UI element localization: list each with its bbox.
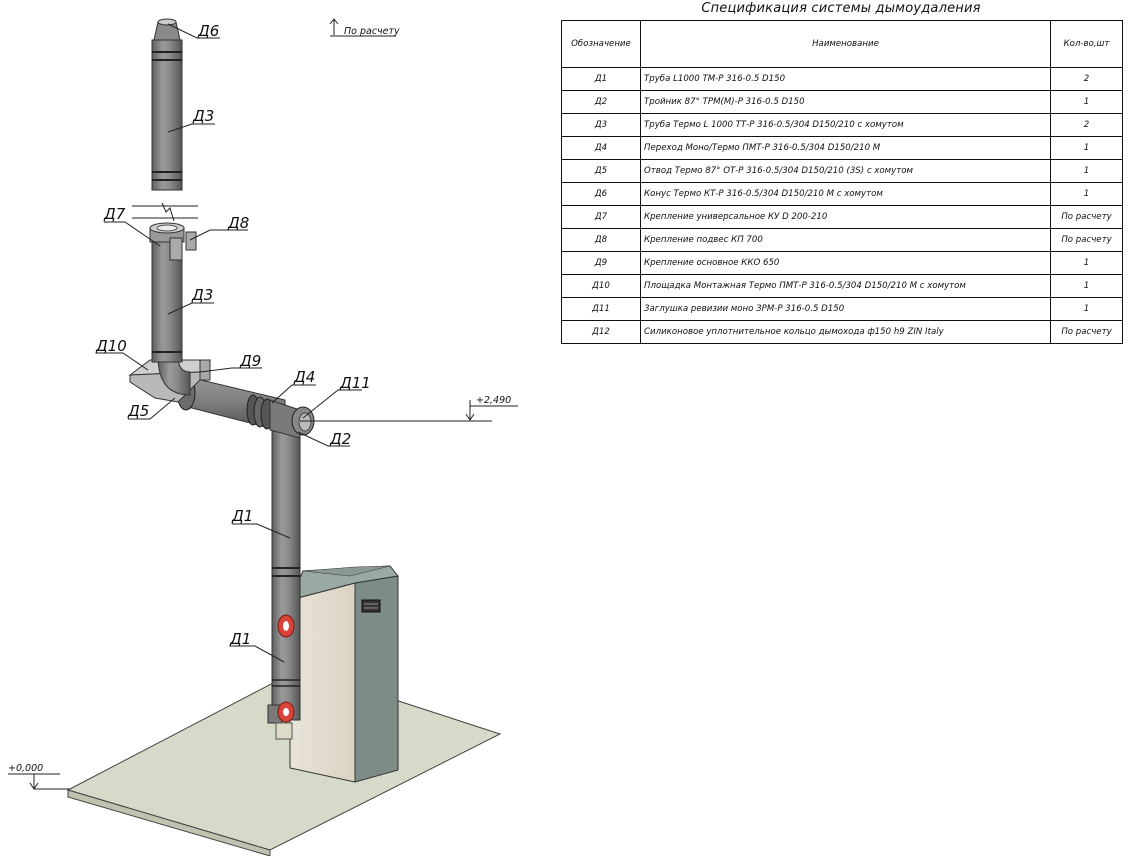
row-quantity: 1: [1050, 182, 1123, 206]
row-name: Крепление основное ККО 650: [640, 251, 1051, 275]
hanger-d8: [185, 231, 197, 251]
row-quantity: 1: [1050, 159, 1123, 183]
row-name: Отвод Термо 87° ОТ-Р 316-0.5/304 D150/21…: [640, 159, 1051, 183]
callout-d7: Д7: [103, 205, 126, 223]
row-name: Заглушка ревизии моно ЗРМ-Р 316-0.5 D150: [640, 297, 1051, 321]
callout-d11: Д11: [339, 374, 371, 392]
callout-d1-upper: Д1: [231, 507, 253, 525]
bracket-d7: [169, 237, 183, 261]
callout-d6: Д6: [197, 22, 219, 40]
row-name: Труба L1000 ТМ-Р 316-0.5 D150: [640, 67, 1051, 91]
row-name: Крепление подвес КП 700: [640, 228, 1051, 252]
row-designation: Д10: [561, 274, 641, 298]
row-designation: Д7: [561, 205, 641, 229]
row-quantity: 2: [1050, 67, 1123, 91]
row-quantity: 1: [1050, 297, 1123, 321]
boiler: [289, 565, 399, 783]
callout-d8: Д8: [227, 214, 249, 232]
elbow-and-platform: [128, 355, 212, 403]
row-name: Переход Моно/Термо ПМТ-Р 316-0.5/304 D15…: [640, 136, 1051, 160]
row-name: Площадка Монтажная Термо ПМТ-Р 316-0.5/3…: [640, 274, 1051, 298]
vertical-pipe-d3-top: [151, 18, 183, 191]
callout-d3-mid: Д3: [191, 286, 213, 304]
row-quantity: 2: [1050, 113, 1123, 137]
level-upper: +2,490: [476, 395, 511, 406]
leader-lines: [96, 23, 362, 663]
callout-d5: Д5: [127, 402, 149, 420]
row-designation: Д2: [561, 90, 641, 114]
row-name: Труба Термо L 1000 ТТ-Р 316-0.5/304 D150…: [640, 113, 1051, 137]
row-designation: Д1: [561, 67, 641, 91]
row-quantity: 1: [1050, 90, 1123, 114]
row-name: Конус Термо КТ-Р 316-0.5/304 D150/210 М …: [640, 182, 1051, 206]
row-quantity: По расчету: [1050, 228, 1123, 252]
row-designation: Д11: [561, 297, 641, 321]
vertical-pipe-d1: [267, 429, 301, 740]
row-name: Крепление универсальное КУ D 200-210: [640, 205, 1051, 229]
row-name: Силиконовое уплотнительное кольцо дымохо…: [640, 320, 1051, 344]
break-symbol: [132, 202, 198, 222]
callout-d4: Д4: [293, 368, 315, 386]
header-designation: Обозначение: [561, 20, 641, 68]
row-quantity: По расчету: [1050, 320, 1123, 344]
row-designation: Д8: [561, 228, 641, 252]
spec-title: Спецификация системы дымоудаления: [701, 1, 981, 16]
header-quantity: Кол-во,шт: [1050, 20, 1123, 68]
level-zero: +0,000: [8, 763, 43, 774]
chimney-system-drawing: Д6 Д3 Д7 Д8 Д3 Д10 Д9 Д5 Д4 Д11 Д2 Д1 Д1…: [8, 18, 518, 856]
callout-d1-lower: Д1: [229, 630, 251, 648]
row-designation: Д3: [561, 113, 641, 137]
row-designation: Д5: [561, 159, 641, 183]
row-quantity: 1: [1050, 274, 1123, 298]
row-designation: Д9: [561, 251, 641, 275]
callout-d2: Д2: [329, 430, 351, 448]
row-quantity: 1: [1050, 136, 1123, 160]
row-quantity: По расчету: [1050, 205, 1123, 229]
header-name: Наименование: [640, 20, 1051, 68]
row-quantity: 1: [1050, 251, 1123, 275]
control-panel: [361, 599, 381, 613]
callout-d9: Д9: [239, 352, 261, 370]
callout-d10: Д10: [95, 337, 127, 355]
level-marks: [8, 18, 518, 790]
top-note: По расчету: [344, 26, 400, 37]
row-designation: Д6: [561, 182, 641, 206]
row-designation: Д12: [561, 320, 641, 344]
spec-header-row: Обозначение Наименование Кол-во,шт: [561, 20, 1123, 68]
row-name: Тройник 87° ТРМ(М)-Р 316-0.5 D150: [640, 90, 1051, 114]
vertical-pipe-d3-middle: [149, 222, 197, 363]
callout-d3-top: Д3: [192, 107, 214, 125]
row-designation: Д4: [561, 136, 641, 160]
